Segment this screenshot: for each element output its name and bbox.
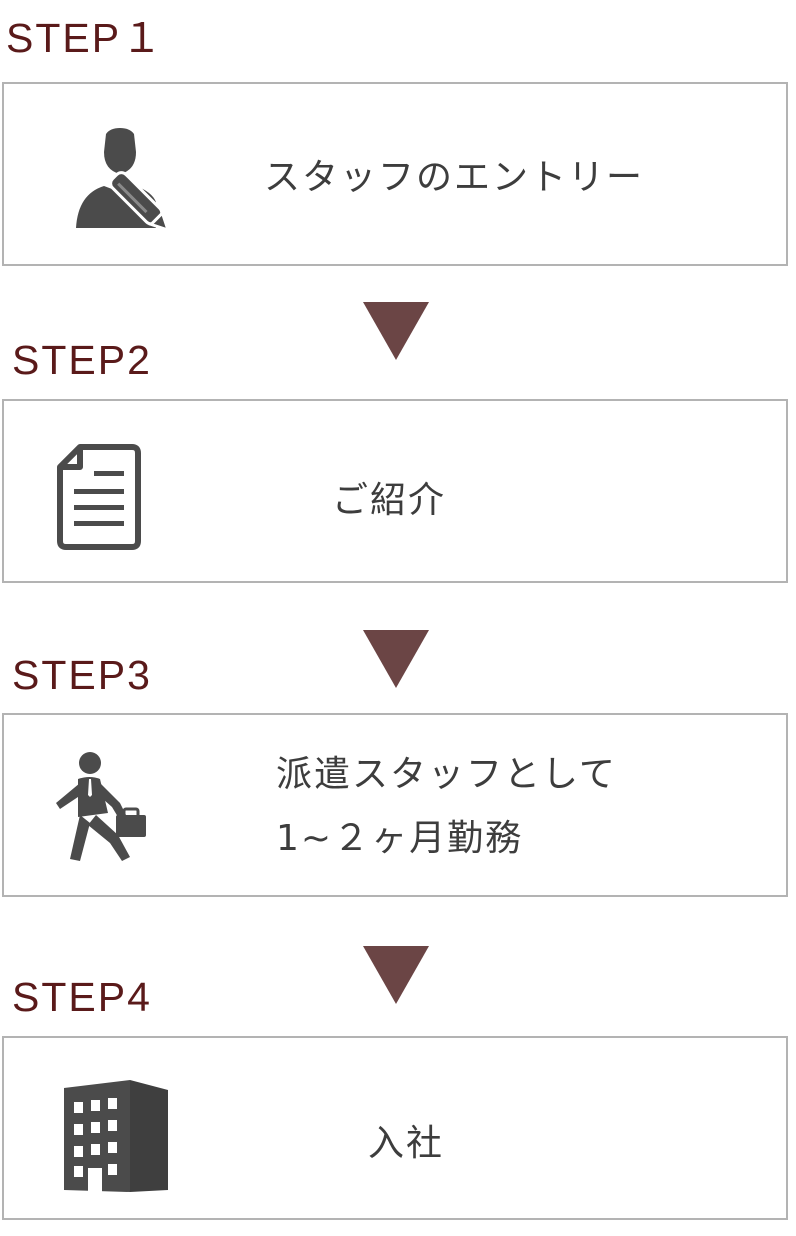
step-4-box: 入社 (2, 1036, 788, 1220)
down-arrow-icon (363, 630, 429, 688)
step-3-text-line1: 派遣スタッフとして (276, 754, 617, 795)
businessman-walking-icon (56, 752, 146, 861)
office-building-icon (64, 1080, 168, 1192)
step-3-text-line2: 1~２ヶ月勤務 (276, 818, 524, 859)
step-2-text: ご紹介 (332, 480, 447, 521)
step-3-label: STEP3 (12, 652, 152, 698)
step-2-box: ご紹介 (2, 399, 788, 583)
step-4-label: STEP4 (12, 974, 152, 1020)
step-1-label: STEP１ (6, 15, 165, 61)
step-3-box: 派遣スタッフとして 1~２ヶ月勤務 (2, 713, 788, 897)
down-arrow-icon (363, 946, 429, 1004)
step-3-text: 派遣スタッフとして 1~２ヶ月勤務 (276, 743, 617, 871)
step-1-box: スタッフのエントリー (2, 82, 788, 266)
step-1-text: スタッフのエントリー (264, 157, 645, 198)
user-edit-icon (76, 128, 171, 233)
step-4-text: 入社 (368, 1123, 445, 1164)
down-arrow-icon (363, 302, 429, 360)
step-2-label: STEP2 (12, 337, 152, 383)
document-icon (57, 444, 141, 550)
